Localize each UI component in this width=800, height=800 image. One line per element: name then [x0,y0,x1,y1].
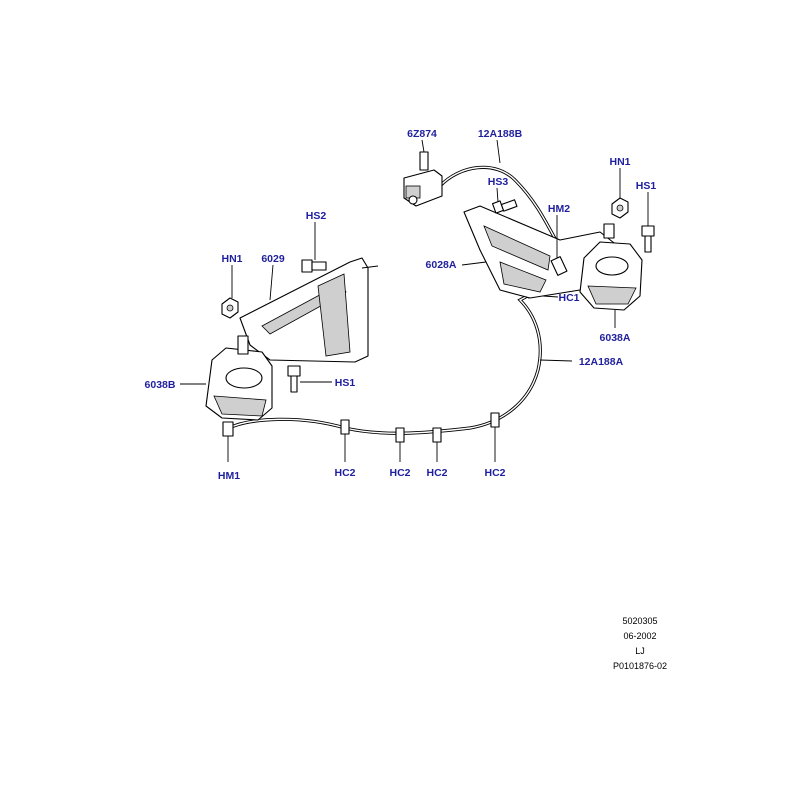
leader-lines [180,139,649,462]
callout-hc2-d: HC2 [484,467,505,479]
callout-12a188b: 12A188B [478,128,523,140]
callout-hn1-left: HN1 [221,253,242,265]
callout-hn1-right: HN1 [609,156,630,168]
exploded-parts-diagram: 6Z874 12A188B HN1 HS3 HS1 HM2 HS2 6028A … [145,128,657,482]
callout-6028a: 6028A [426,259,457,271]
bolt-hs2 [301,259,327,273]
drawing-number: 5020305 [622,616,658,626]
solenoid-valve-6z874 [403,151,443,207]
callout-hc1: HC1 [558,292,579,304]
callout-hs2: HS2 [306,210,327,222]
callout-6z874: 6Z874 [407,128,437,140]
callout-hc2-c: HC2 [426,467,447,479]
bolt-hs3 [491,199,518,214]
callout-6038b: 6038B [145,379,176,391]
callout-hc2-b: HC2 [389,467,410,479]
hose-fitting-hm1 [222,421,234,441]
diagram-panel: 6Z874 12A188B HN1 HS3 HS1 HM2 HS2 6028A … [132,119,680,680]
callout-hm1: HM1 [218,470,240,482]
callout-hm2: HM2 [548,203,570,215]
hose-clip-hc2-d [490,412,500,428]
bolt-hs1-right [641,225,655,253]
hose-clip-hc2-a [340,419,350,435]
hose-fitting-hm2 [550,256,568,276]
right-bracket-6028a [463,205,619,299]
bolt-hs1-left [287,365,301,393]
nut-hn1-left [221,297,239,319]
hose-clip-hc2-c [432,427,442,443]
callout-hs1-right: HS1 [636,180,657,192]
callout-6029: 6029 [261,253,285,265]
callout-hc2-a: HC2 [334,467,355,479]
callout-6038a: 6038A [600,332,631,344]
left-mount-6038b [205,335,273,421]
callout-12a188a: 12A188A [579,356,624,368]
hose-12a188b [438,165,562,250]
hose-12a188a [227,290,542,435]
drawing-date: 06-2002 [623,631,657,641]
nut-hn1-right [603,197,629,239]
left-bracket-6029 [239,257,379,363]
callout-hs3: HS3 [488,176,509,188]
drawing-initials: LJ [635,646,645,656]
drawing-reference: P0101876-02 [612,661,668,671]
hose-clip-hc2-b [395,427,405,443]
callout-hs1-left: HS1 [335,377,356,389]
right-mount-6038a [579,241,643,311]
